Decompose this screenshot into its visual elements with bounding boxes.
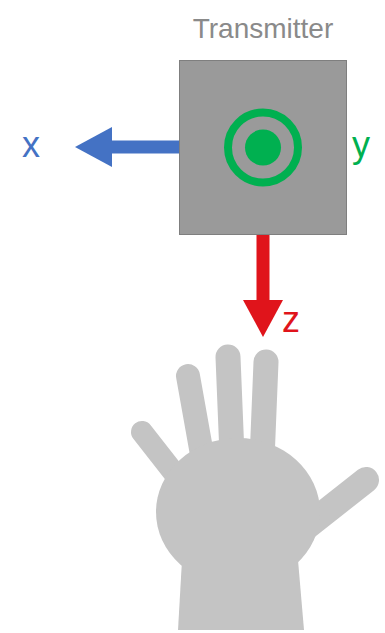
z-axis-arrow — [243, 233, 283, 337]
transmitter-housing — [179, 60, 347, 235]
axis-label: y — [352, 125, 370, 165]
node-heading: Transmitter — [179, 12, 347, 46]
axis-label: z — [282, 300, 300, 340]
y-axis-symbol — [180, 61, 346, 234]
x-axis-arrow — [75, 127, 182, 167]
hand-figure — [142, 357, 366, 630]
transmitter-node: Transmitter — [179, 12, 347, 235]
axis-label: x — [22, 125, 40, 165]
